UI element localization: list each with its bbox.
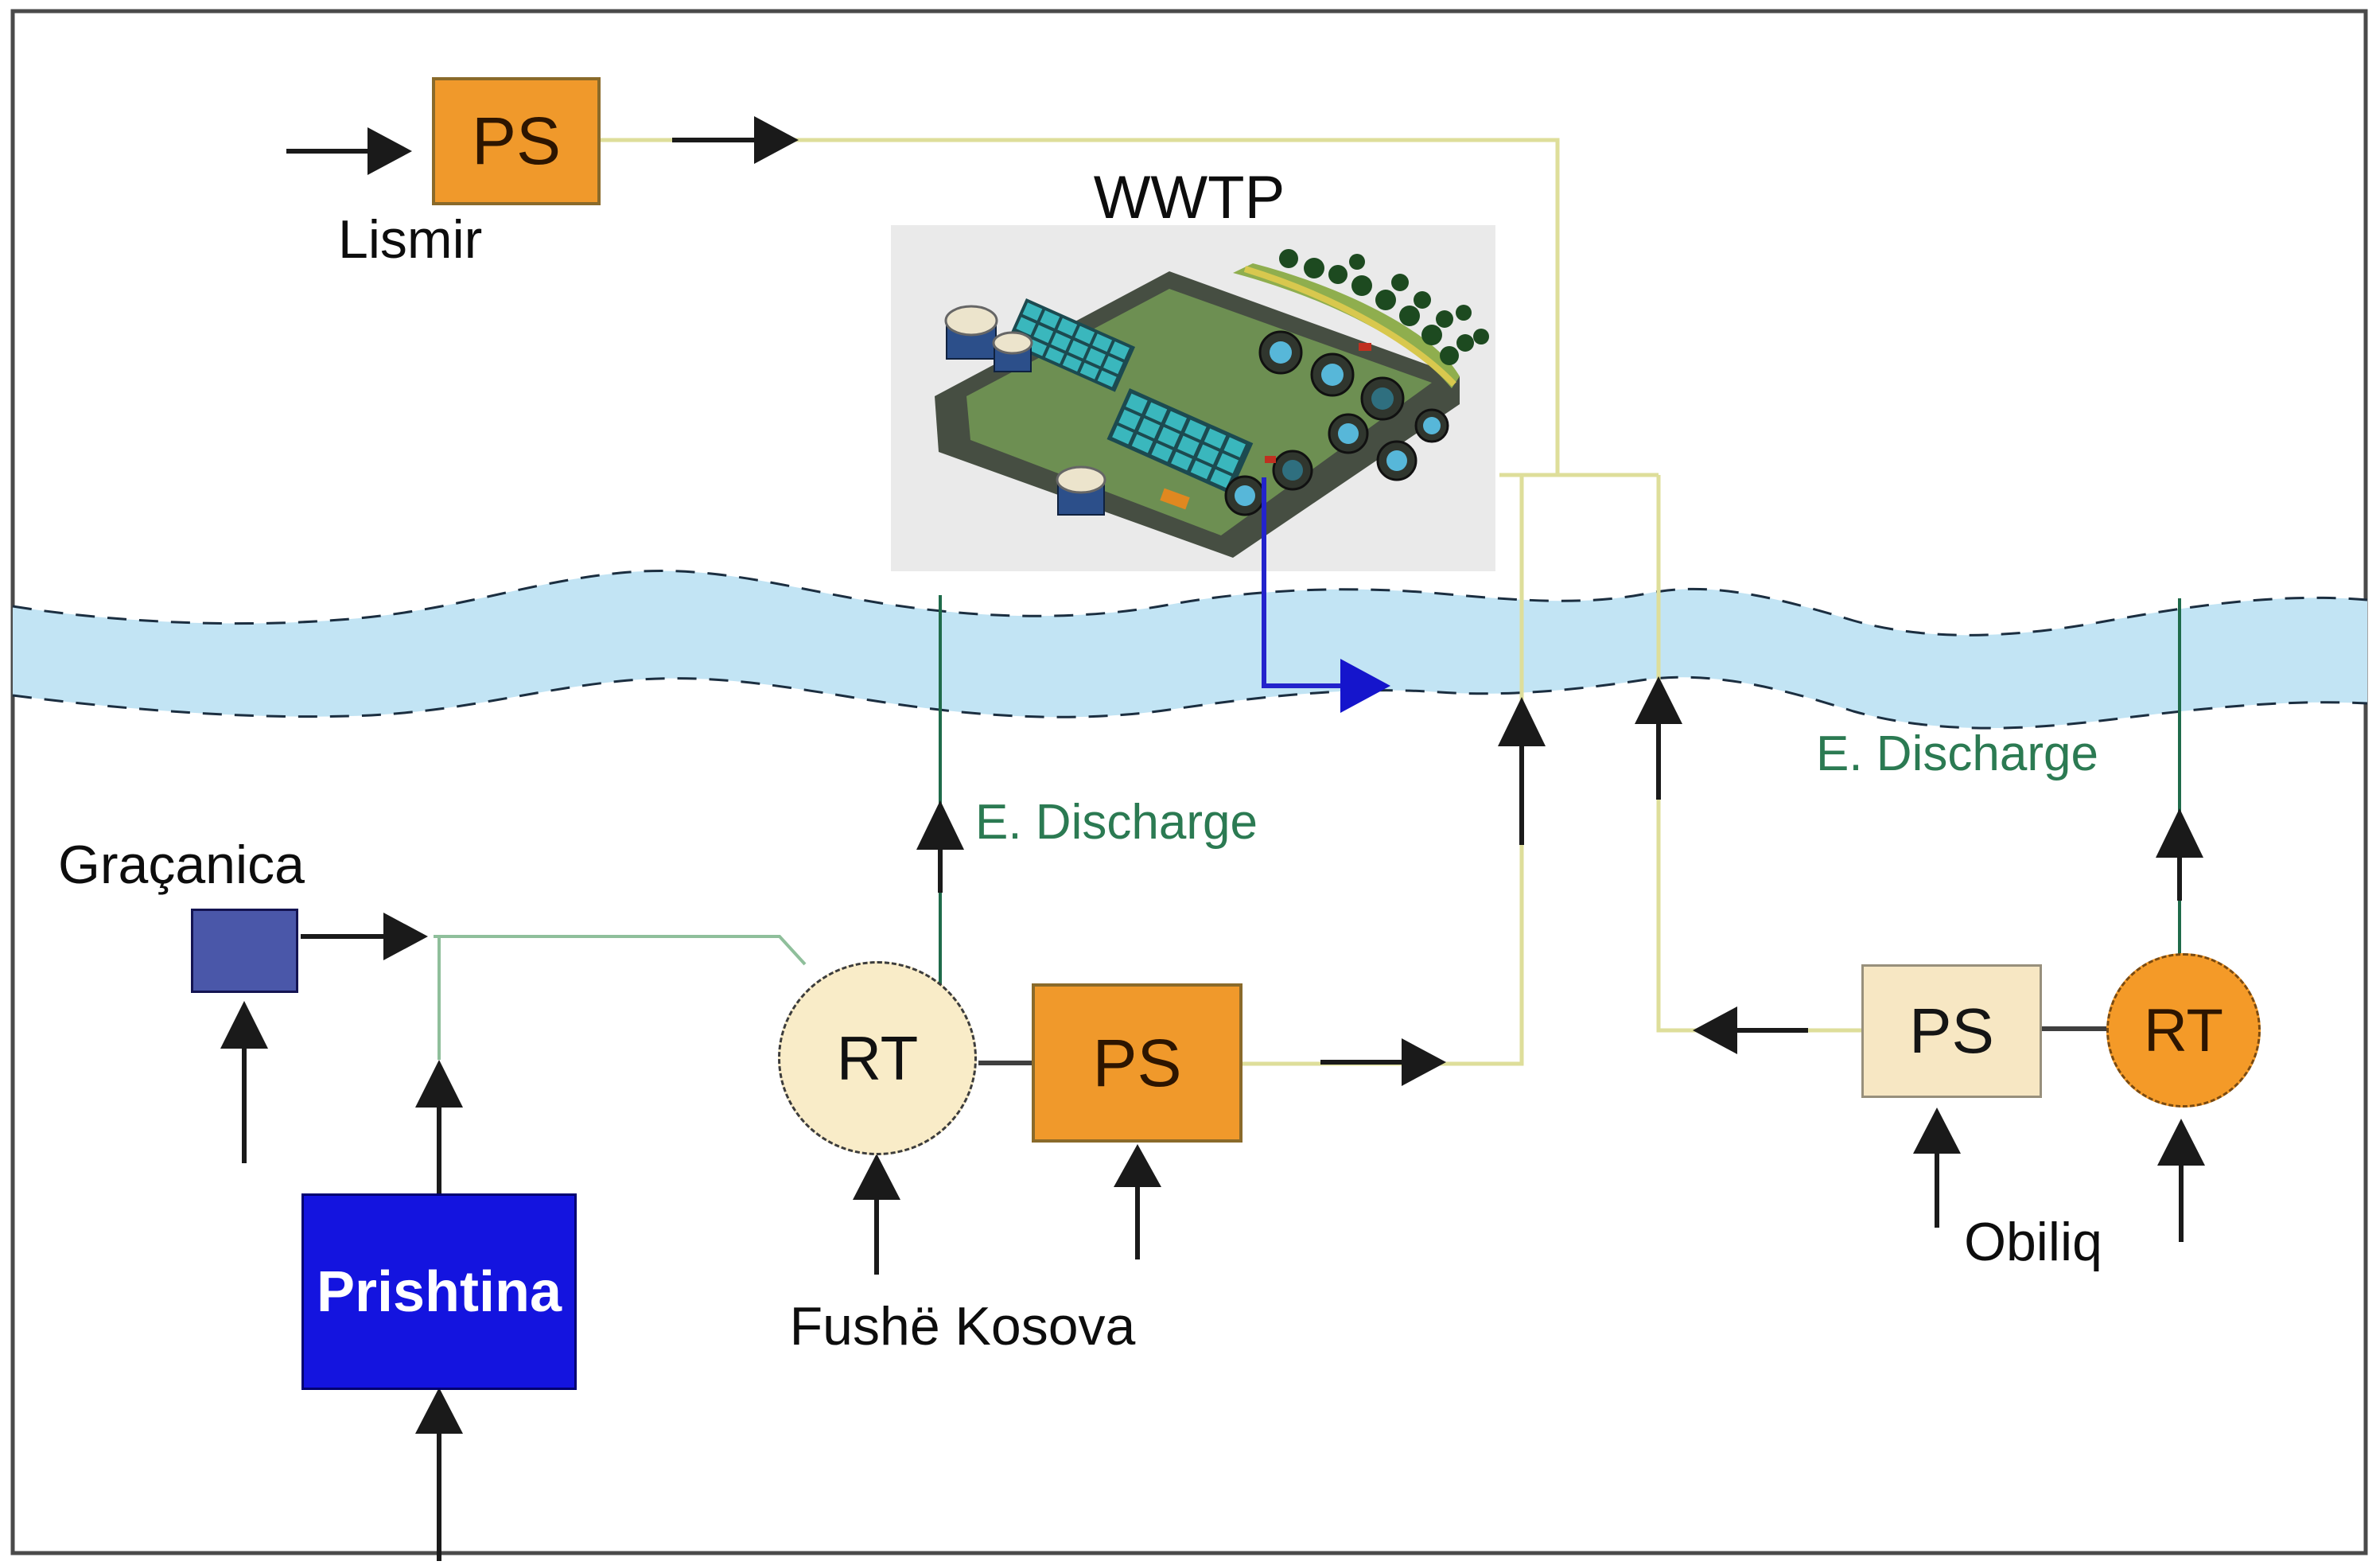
wwtp-accents	[1160, 343, 1371, 510]
arrow-gracanica-out	[301, 913, 428, 960]
fushe-pumping-station: PS	[1032, 983, 1242, 1143]
e-discharge-right-label: E. Discharge	[1816, 726, 2098, 781]
arrow-river-crossing-right	[1635, 676, 1682, 800]
wwtp-pool-array-1	[1005, 298, 1136, 392]
gravity-line-gracanica-rt	[434, 935, 807, 966]
effluent-arrow-blue	[1262, 477, 1390, 713]
arrow-discharge-right	[2156, 808, 2203, 901]
arrow-into-lismir-ps	[286, 127, 412, 175]
wwtp-label: WWTP	[1093, 164, 1285, 232]
river	[12, 570, 2368, 730]
obiliq-retention-tank: RT	[2106, 953, 2261, 1108]
sewer-line-lismir	[601, 138, 1560, 475]
arrow-prishtina-to-junction	[415, 1060, 463, 1193]
e-discharge-left-label: E. Discharge	[975, 795, 1258, 850]
lismir-ps-label: PS	[471, 103, 562, 178]
river-lower-bank	[12, 675, 2368, 730]
fushe-ps-label: PS	[1092, 1025, 1182, 1100]
gracanica-label: Graçanica	[58, 835, 305, 895]
arrow-obiliq-ps-out	[1693, 1006, 1808, 1054]
wwtp-road-curve	[1243, 266, 1456, 387]
wwtp-clarifiers	[1224, 330, 1449, 516]
wwtp-trees	[1279, 249, 1489, 365]
lismir-pumping-station: PS	[432, 77, 601, 205]
obiliq-rt-label: RT	[2144, 996, 2223, 1065]
prishtina-label: Prishtina	[316, 1259, 562, 1324]
obiliq-ps-label: PS	[1909, 995, 1994, 1066]
arrow-into-fushe-ps	[1114, 1144, 1161, 1259]
connectors	[978, 1026, 2110, 1065]
fushe-kosova-label: Fushë Kosova	[789, 1296, 1136, 1357]
wwtp-pool-array-2	[1106, 388, 1254, 495]
arrow-fushe-ps-out	[1320, 1038, 1446, 1086]
arrow-discharge-left	[916, 800, 964, 893]
prishtina-box: Prishtina	[301, 1193, 577, 1390]
wwtp-digester-tanks	[944, 305, 1106, 516]
arrow-into-prishtina	[415, 1388, 463, 1561]
arrow-into-obiliq-rt	[2157, 1119, 2205, 1242]
river-upper-bank	[12, 570, 2368, 637]
arrow-lismir-to-wwtp	[672, 116, 799, 164]
gracanica-box	[191, 909, 298, 993]
obiliq-label: Obiliq	[1964, 1212, 2102, 1272]
arrow-into-gracanica	[220, 1001, 268, 1163]
wwtp-plant-image	[891, 225, 1495, 571]
wwtp-greenway	[1233, 263, 1460, 388]
arrow-river-crossing-left	[1498, 697, 1546, 845]
arrow-into-obiliq-ps	[1913, 1108, 1961, 1228]
flow-arrows	[220, 116, 2205, 1561]
arrow-into-fushe-rt	[853, 1154, 900, 1275]
river-band	[13, 570, 2367, 729]
fushe-rt-label: RT	[836, 1022, 919, 1093]
figure-border	[10, 9, 2368, 1555]
lismir-label: Lismir	[338, 209, 483, 270]
obiliq-pumping-station: PS	[1861, 964, 2042, 1098]
fushe-retention-tank: RT	[778, 961, 977, 1155]
